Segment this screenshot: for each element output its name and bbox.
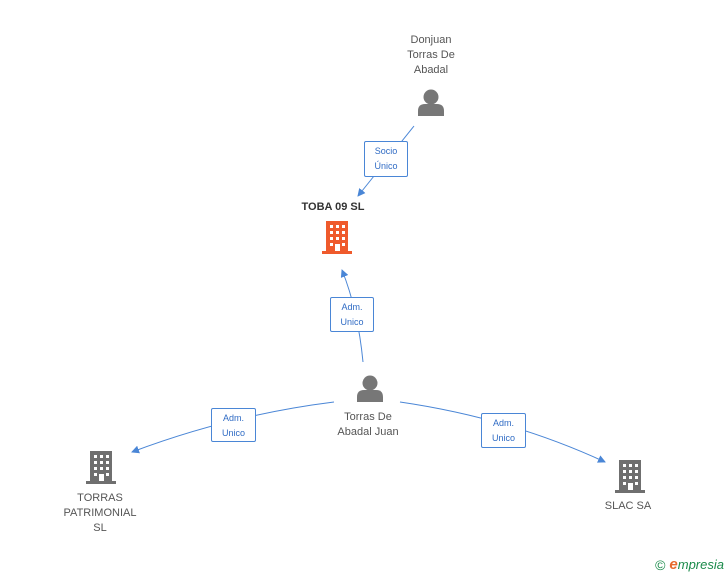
building-icon[interactable] [86, 451, 116, 484]
person-icon[interactable] [357, 375, 383, 403]
person-icon[interactable] [418, 89, 444, 117]
brand-initial: e [669, 556, 678, 573]
edge-label-adm-slac: Adm. Unico [481, 413, 526, 448]
edge-label-adm-toba: Adm. Unico [330, 297, 374, 332]
edge-label-socio-unico: Socio Único [364, 141, 408, 177]
node-label-torras-juan[interactable]: Torras De Abadal Juan [337, 411, 399, 438]
brand-rest: mpresia [677, 557, 724, 572]
empresia-logo[interactable]: © empresia [655, 556, 724, 573]
node-label-torras-patrimonial[interactable]: TORRAS PATRIMONIAL SL [63, 492, 137, 534]
building-icon[interactable] [322, 221, 352, 254]
copyright-symbol: © [655, 556, 666, 573]
brand-name: empresia [669, 556, 724, 573]
node-label-donjuan[interactable]: Donjuan Torras De Abadal [407, 34, 455, 76]
building-icon[interactable] [615, 460, 645, 493]
node-label-slac[interactable]: SLAC SA [604, 500, 652, 512]
edge-label-adm-patrimonial: Adm. Unico [211, 408, 256, 442]
node-label-toba[interactable]: TOBA 09 SL [301, 201, 365, 213]
